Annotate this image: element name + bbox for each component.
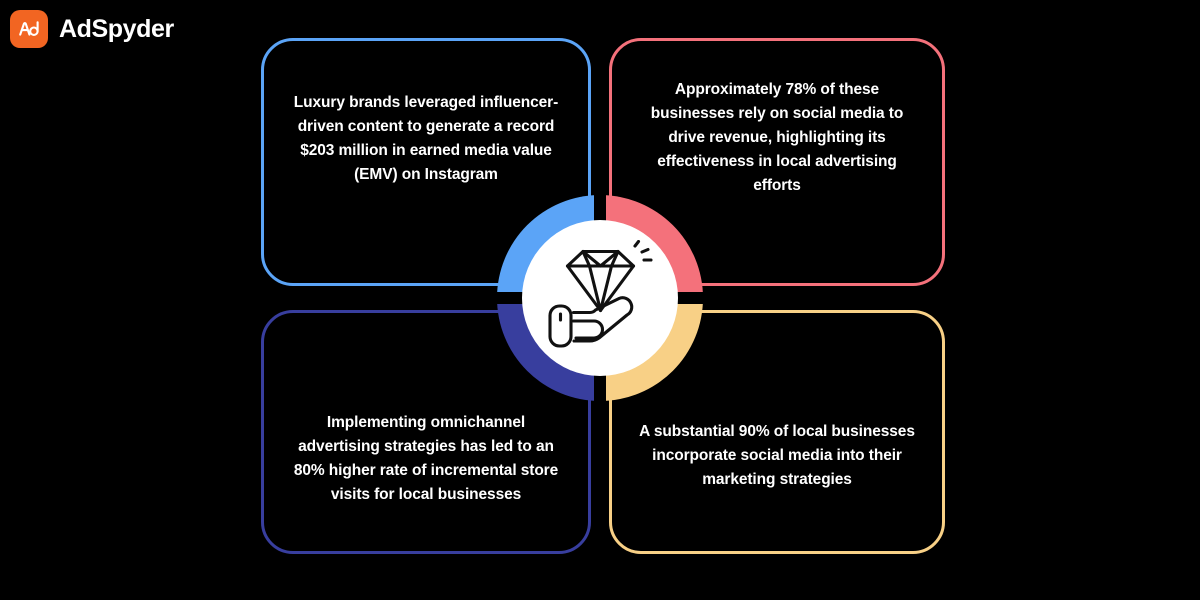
stat-card-bottom-right-text: A substantial 90% of local businesses in…	[639, 422, 915, 488]
adspyder-logo-icon	[10, 10, 48, 48]
stat-card-top-right: Approximately 78% of these businesses re…	[609, 38, 945, 286]
hand-holding-diamond-icon	[543, 240, 657, 356]
stat-card-top-left-text: Luxury brands leveraged influencer-drive…	[293, 93, 559, 184]
brand-name: AdSpyder	[59, 14, 174, 43]
brand-logo: AdSpyder	[10, 10, 174, 48]
stat-card-bottom-left-text: Implementing omnichannel advertising str…	[293, 413, 559, 504]
stat-card-top-left: Luxury brands leveraged influencer-drive…	[261, 38, 591, 286]
stat-card-bottom-right: A substantial 90% of local businesses in…	[609, 310, 945, 554]
stat-card-top-right-text: Approximately 78% of these businesses re…	[650, 80, 904, 195]
stat-card-bottom-left: Implementing omnichannel advertising str…	[261, 310, 591, 554]
